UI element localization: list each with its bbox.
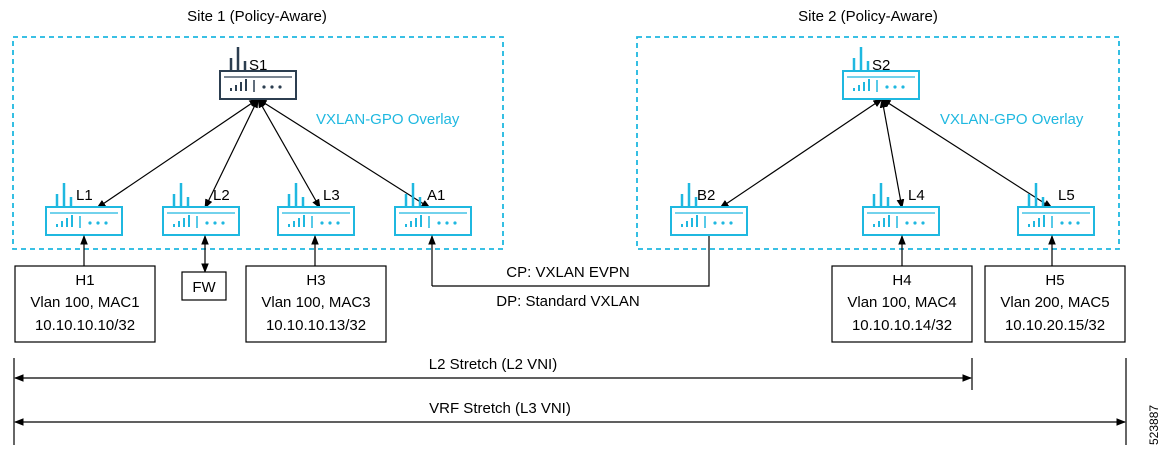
link-s2-l5 [881,98,1053,209]
host-h5-vlan: Vlan 200, MAC5 [1000,294,1109,311]
host-h1[interactable]: H1 Vlan 100, MAC1 10.10.10.10/32 [14,265,156,343]
data-plane-label: DP: Standard VXLAN [496,293,639,310]
switch-label-l4: L4 [908,187,925,204]
site1-title: Site 1 (Policy-Aware) [187,8,327,25]
link-s2-l4 [879,98,905,209]
switch-label-l3: L3 [323,187,340,204]
host-h5-ip: 10.10.20.15/32 [1005,317,1105,334]
site2-title: Site 2 (Policy-Aware) [798,8,938,25]
firewall-fw[interactable]: FW [181,271,227,301]
site1-overlay-label: VXLAN-GPO Overlay [316,111,460,128]
l2-stretch-label: L2 Stretch (L2 VNI) [429,356,557,373]
control-plane-label: CP: VXLAN EVPN [506,264,629,281]
host-h4-name: H4 [892,272,911,289]
firewall-label: FW [192,279,216,296]
host-h3[interactable]: H3 Vlan 100, MAC3 10.10.10.13/32 [245,265,387,343]
link-s1-l1 [96,98,259,209]
switch-label-l1: L1 [76,187,93,204]
switch-label-s2: S2 [872,57,890,74]
vrf-stretch-label: VRF Stretch (L3 VNI) [429,400,571,417]
figure-id: 523887 [1147,405,1161,445]
host-h1-ip: 10.10.10.10/32 [35,317,135,334]
host-h4[interactable]: H4 Vlan 100, MAC4 10.10.10.14/32 [831,265,973,343]
site2-overlay-label: VXLAN-GPO Overlay [940,111,1084,128]
host-h5-name: H5 [1045,272,1064,289]
host-h1-vlan: Vlan 100, MAC1 [30,294,139,311]
switch-label-a1: A1 [427,187,445,204]
host-h4-vlan: Vlan 100, MAC4 [847,294,956,311]
site1-boundary [12,36,504,250]
link-s1-l2 [204,98,259,209]
switch-label-b2: B2 [697,187,715,204]
host-h3-ip: 10.10.10.13/32 [266,317,366,334]
link-s2-b2 [719,98,883,209]
host-h3-vlan: Vlan 100, MAC3 [261,294,370,311]
host-h1-name: H1 [75,272,94,289]
host-h3-name: H3 [306,272,325,289]
site2-boundary [636,36,1120,250]
leaf-switch-l5[interactable] [1016,181,1096,237]
switch-label-l5: L5 [1058,187,1075,204]
link-s1-a1 [257,98,431,209]
leaf-switch-l4[interactable] [861,181,941,237]
host-h4-ip: 10.10.10.14/32 [852,317,952,334]
switch-label-s1: S1 [249,57,267,74]
leaf-switch-l3[interactable] [276,181,356,237]
link-a1-b2 [432,236,710,287]
host-h5[interactable]: H5 Vlan 200, MAC5 10.10.20.15/32 [984,265,1126,343]
link-s1-l3 [257,98,321,209]
switch-label-l2: L2 [213,187,230,204]
